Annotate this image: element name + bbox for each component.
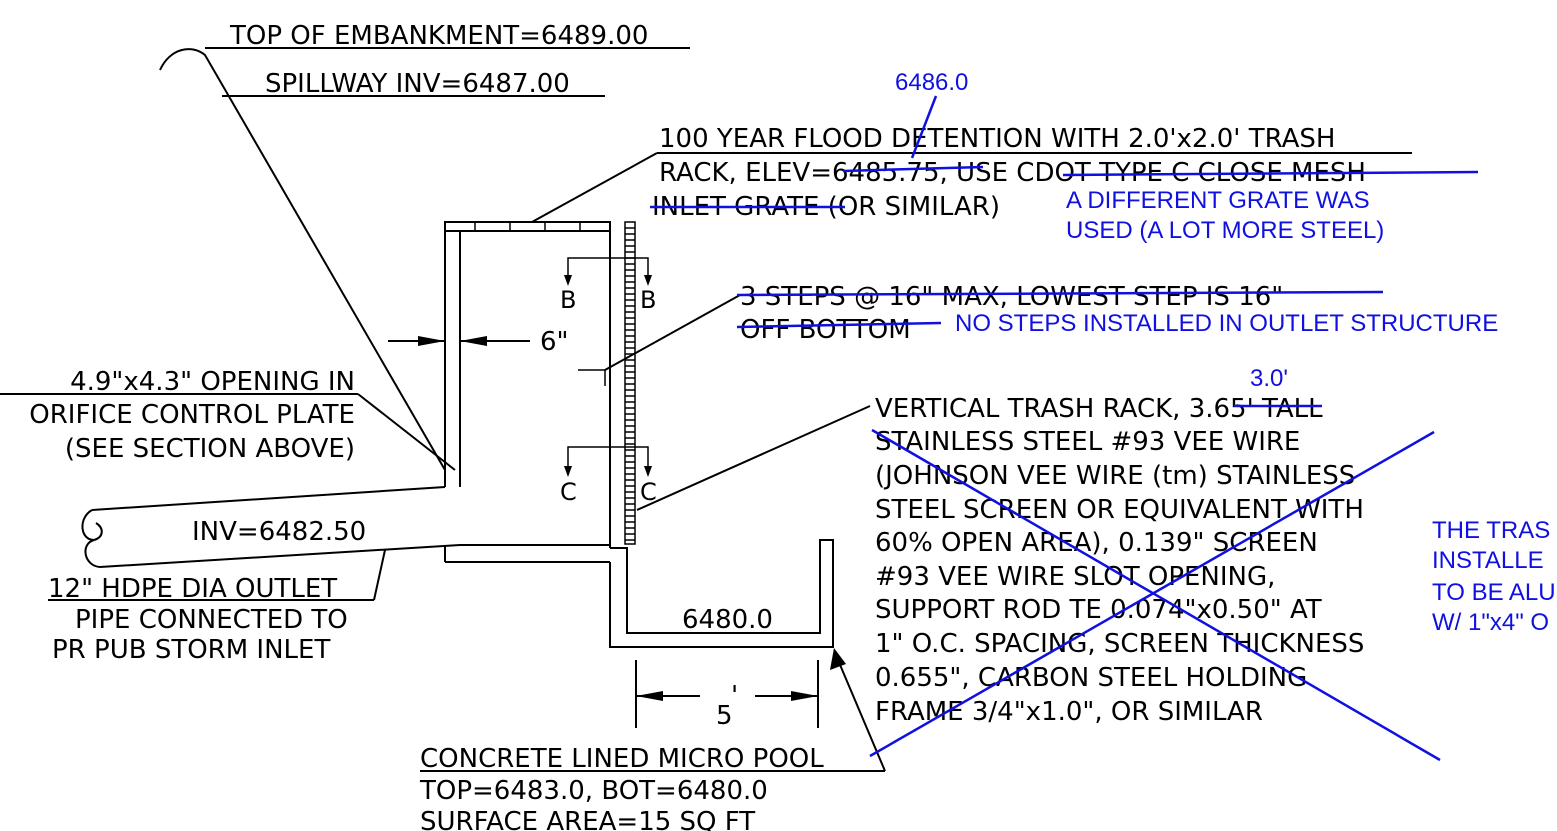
pool-width-dimension [635,660,819,728]
rack-note-line6: #93 VEE WIRE SLOT OPENING, [875,562,1275,592]
rack-note-line7: SUPPORT ROD TE 0.074"x0.50" AT [875,595,1322,625]
pool-width-foot-mark: ' [731,681,738,711]
grate-note-line1: A DIFFERENT GRATE WAS [1066,187,1370,214]
flood-note-line2-b: , USE [940,158,1017,188]
pool-label-line1: CONCRETE LINED MICRO POOL [420,744,824,774]
section-cut-b [564,257,652,286]
embankment-slope [159,47,690,471]
flood-note-line2-a: RACK, ELEV= [659,158,832,188]
section-b-left-label: B [560,286,576,314]
flood-note-line1: 100 YEAR FLOOD DETENTION WITH 2.0'x2.0' … [659,124,1335,154]
pool-label-line2: TOP=6483.0, BOT=6480.0 [419,776,768,806]
rack-note-line3: (JOHNSON VEE WIRE (tm) STAINLESS [875,461,1355,491]
pipe-invert-label: INV=6482.50 [192,517,366,547]
pool-bottom-elevation: 6480.0 [682,605,773,635]
vertical-trash-rack [624,221,636,545]
pool-label-line3: SURFACE AREA=15 SQ FT [420,807,755,831]
rack-note-line9: 0.655", CARBON STEEL HOLDING [875,663,1307,693]
rack-note-line2: STAINLESS STEEL #93 VEE WIRE [875,427,1300,457]
trash-rack-note-line2: INSTALLE [1432,547,1544,574]
rack-note-old-height: 3.65' [1189,394,1254,424]
rack-note-line1: VERTICAL TRASH RACK, 3.65' TALL [875,394,1323,424]
pipe-label-line2: PIPE CONNECTED TO [75,605,348,635]
opening-label-line2: ORIFICE CONTROL PLATE [29,400,355,430]
section-b-right-label: B [640,286,656,314]
trash-rack-note-line1: THE TRAS [1432,517,1550,544]
rack-note-line4: STEEL SCREEN OR EQUIVALENT WITH [875,495,1364,525]
pipe-label-line1: 12" HDPE DIA OUTLET [48,574,337,604]
outlet-pipe [81,486,461,568]
revised-elevation-label: 6486.0 [895,69,968,96]
steps-note-line1: 3 STEPS @ 16" MAX, LOWEST STEP IS 16" [740,282,1283,312]
no-steps-note: NO STEPS INSTALLED IN OUTLET STRUCTURE [955,310,1498,337]
steps-note-line2: OFF BOTTOM [740,315,911,345]
section-c-left-label: C [560,478,577,506]
steps-note-leader [578,294,741,386]
section-cut-c [564,446,652,477]
rack-note-line5: 60% OPEN AREA), 0.139" SCREEN [875,528,1318,558]
trash-rack-note-line4: W/ 1"x4" O [1432,609,1549,636]
section-c-right-label: C [640,478,657,506]
flood-note-line3: INLET GRATE (OR SIMILAR) [652,192,1000,222]
outlet-structure-walls [444,221,834,648]
rack-note-line1-b: TALL [1254,394,1323,424]
rack-note-leader [636,405,871,511]
pool-width-label: 5 [716,701,733,731]
rack-note-line8: 1" O.C. SPACING, SCREEN THICKNESS [875,629,1364,659]
flood-note-leader [531,152,1412,223]
pipe-label-line3: PR PUB STORM INLET [52,635,330,665]
opening-label-line3: (SEE SECTION ABOVE) [65,434,355,464]
grate-note-line2: USED (A LOT MORE STEEL) [1066,217,1384,244]
opening-label-line1: 4.9"x4.3" OPENING IN [70,367,355,397]
rack-note-line1-a: VERTICAL TRASH RACK, [875,394,1189,424]
flood-note-line3-b: (OR SIMILAR) [819,192,1000,222]
orifice-leader [0,393,456,471]
pipe-note-leader [48,549,386,601]
top-of-embankment-label: TOP OF EMBANKMENT=6489.00 [229,21,648,51]
rack-note-line10: FRAME 3/4"x1.0", OR SIMILAR [875,697,1263,727]
revised-rack-height-label: 3.0' [1250,365,1288,392]
wall-thickness-dimension [388,336,530,346]
flood-note-old-elevation: 6485.75 [832,158,940,188]
trash-rack-note-line3: TO BE ALU [1432,579,1556,606]
wall-thickness-label: 6" [540,327,569,357]
redline-markups: 6486.0 A DIFFERENT GRATE WAS USED (A LOT… [650,69,1556,762]
spillway-invert-label: SPILLWAY INV=6487.00 [265,69,570,99]
